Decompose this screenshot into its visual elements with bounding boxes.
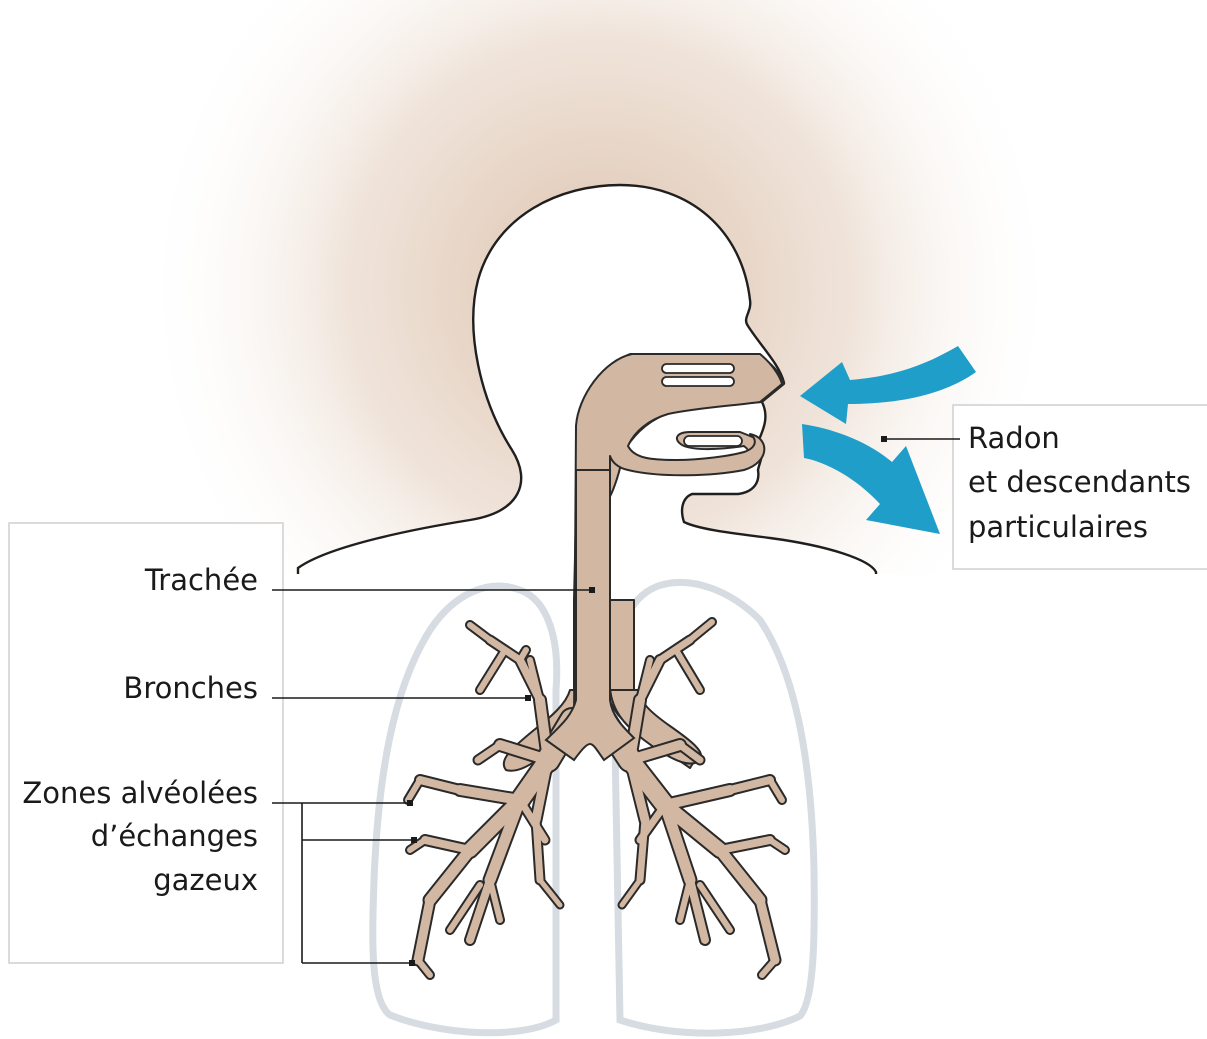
bronchi-label: Bronches <box>123 671 258 705</box>
trachea-label: Trachée <box>144 563 258 597</box>
alveolar-label-line-3: gazeux <box>153 863 258 897</box>
alveolar-label-line-1: Zones alvéolées <box>22 776 258 810</box>
radon-label-line-1: Radon <box>968 421 1060 455</box>
alveolar-label-line-2: d’échanges <box>91 819 258 853</box>
radon-label-line-3: particulaires <box>968 510 1148 544</box>
radon-label-line-2: et descendants <box>968 465 1191 499</box>
